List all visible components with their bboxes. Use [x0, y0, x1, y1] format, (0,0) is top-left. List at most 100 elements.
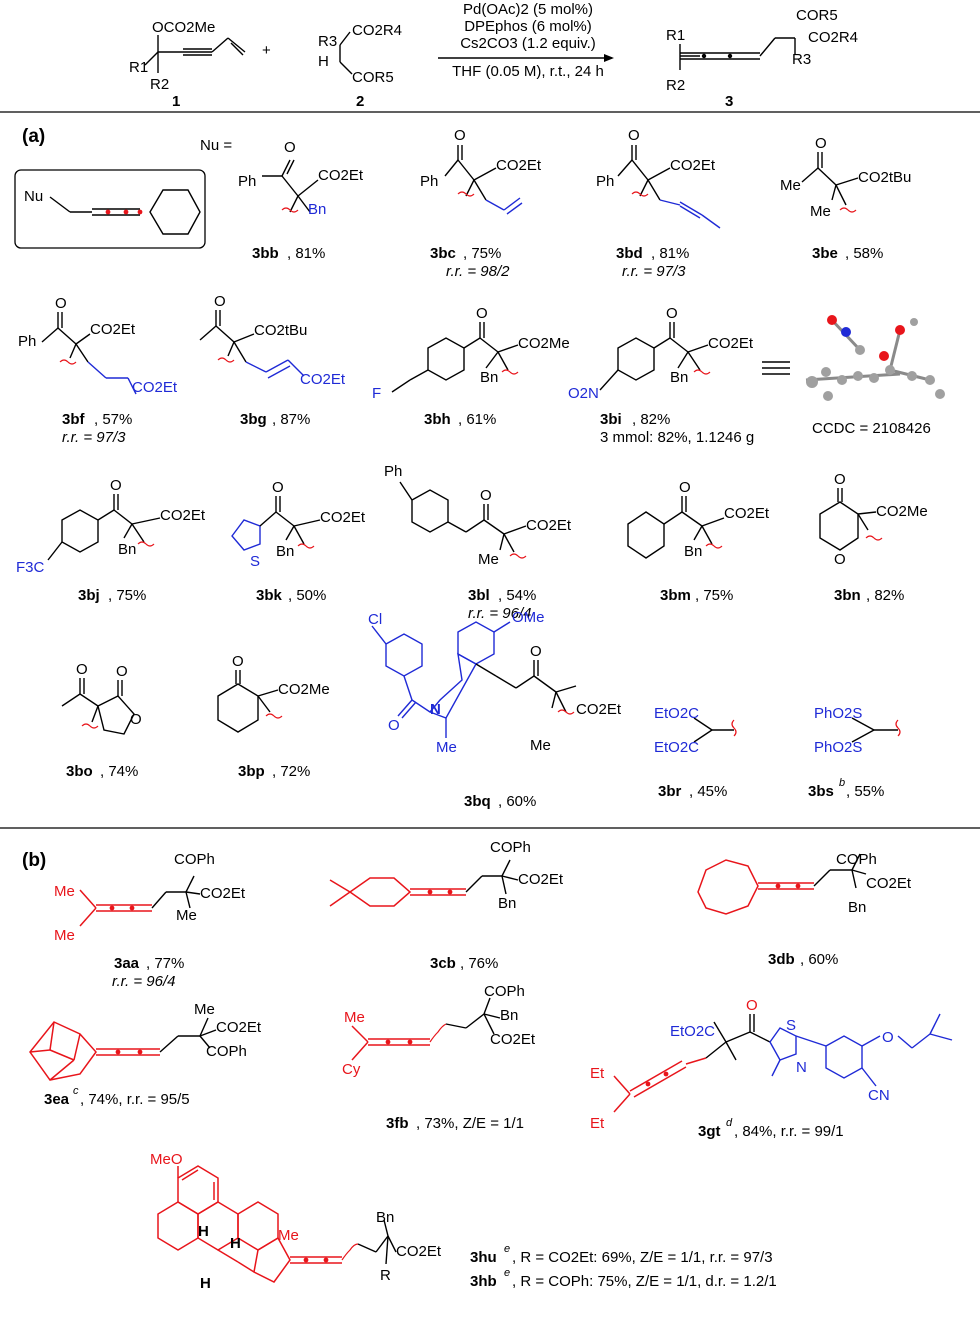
- ketone-o-label: O: [476, 305, 488, 322]
- compound-id-3bg: 3bg: [240, 411, 267, 428]
- result-3hb: , R = COPh: 75%, Z/E = 1/1, d.r. = 1.2/1: [512, 1273, 777, 1290]
- compound-id-3bl: 3bl: [468, 587, 490, 604]
- yield-3ea: , 74%, r.r. = 95/5: [80, 1091, 190, 1108]
- product-cor5-label: COR5: [796, 7, 838, 24]
- structure-3bb: O Ph CO2Et Bn 3bb , 81%: [238, 139, 364, 262]
- footnote-b: b: [839, 777, 845, 789]
- nu-generic-box: Nu: [14, 169, 206, 249]
- co2et-label: CO2Et: [526, 517, 572, 534]
- yield-3bn: , 82%: [866, 587, 904, 604]
- thiophene-s-label: S: [250, 553, 260, 570]
- me-label: Me: [530, 737, 551, 754]
- r1-label: R1: [129, 59, 148, 76]
- condition-4: THF (0.05 M), r.t., 24 h: [452, 63, 604, 80]
- methoxy-label: OMe: [512, 609, 545, 626]
- yield-3cb: , 76%: [460, 955, 498, 972]
- compound-id-3ea: 3ea: [44, 1091, 70, 1108]
- compound-id-3bm: 3bm: [660, 587, 691, 604]
- yield-3bi: , 82%: [632, 411, 670, 428]
- structure-3bn: O CO2Me O 3bn , 82%: [819, 471, 928, 604]
- structure-3br: EtO2C EtO2C 3br , 45%: [654, 705, 737, 800]
- r-group-label: R: [380, 1267, 391, 1284]
- structure-3bp: O CO2Me 3bp , 72%: [217, 653, 330, 780]
- cy-label: Cy: [342, 1061, 361, 1078]
- co2et-label: CO2Et: [320, 509, 366, 526]
- product-r1-label: R1: [666, 27, 685, 44]
- bn-label: Bn: [376, 1209, 394, 1226]
- ether-o-label: O: [882, 1029, 894, 1046]
- co2r4-label: CO2R4: [352, 22, 402, 39]
- coph-label: COPh: [490, 839, 531, 856]
- footnote-d: d: [726, 1117, 733, 1129]
- h-label: H: [318, 53, 329, 70]
- structure-3bs: PhO2S PhO2S 3bs b , 55%: [808, 705, 901, 800]
- yield-3bm: , 75%: [695, 587, 733, 604]
- structure-3bl: O Ph CO2Et Me 3bl , 54% r.r. = 96/4: [384, 463, 572, 622]
- structure-3bo: O O O 3bo , 74%: [61, 661, 142, 780]
- cf3-label: F3C: [16, 559, 45, 576]
- reaction-arrow-head: [604, 54, 614, 62]
- plus-sign: +: [262, 42, 271, 59]
- result-3hu: , R = CO2Et: 69%, Z/E = 1/1, r.r. = 97/3: [512, 1249, 773, 1266]
- compound-id-3br: 3br: [658, 783, 682, 800]
- me-label: Me: [54, 883, 75, 900]
- bn-label: Bn: [480, 369, 498, 386]
- product-r3-label: R3: [792, 51, 811, 68]
- footnote-e: e: [504, 1243, 510, 1255]
- co2et-label: CO2Et: [300, 371, 346, 388]
- compound-id-3aa: 3aa: [114, 955, 140, 972]
- bn-label: Bn: [848, 899, 866, 916]
- structure-3bm: O CO2Et Bn 3bm , 75%: [627, 479, 770, 604]
- bn-label: Bn: [118, 541, 136, 558]
- co2et-label: CO2Et: [318, 167, 364, 184]
- chloro-label: Cl: [368, 611, 382, 628]
- structure-3bk: O S CO2Et Bn 3bk , 50%: [231, 479, 366, 604]
- me-label: Me: [780, 177, 801, 194]
- thiazole-n-label: N: [796, 1059, 807, 1076]
- ph-label: Ph: [384, 463, 402, 480]
- bn-label: Bn: [276, 543, 294, 560]
- nu-box-label: Nu: [24, 188, 43, 205]
- co2et-label: CO2Et: [708, 335, 754, 352]
- bn-label: Bn: [500, 1007, 518, 1024]
- me-label: Me: [810, 203, 831, 220]
- ketone-o-label: O: [815, 135, 827, 152]
- condition-3: Cs2CO3 (1.2 equiv.): [460, 35, 596, 52]
- co2et-label: CO2Et: [576, 701, 622, 718]
- yield-3bl: , 54%: [498, 587, 536, 604]
- section-b-label: (b): [22, 850, 46, 871]
- co2et-label: CO2Et: [132, 379, 178, 396]
- ketone-o-label: O: [480, 487, 492, 504]
- ketone-o-label: O: [746, 997, 758, 1014]
- eto2c-label: EtO2C: [654, 705, 699, 722]
- compound-id-3cb: 3cb: [430, 955, 456, 972]
- yield-3bj: , 75%: [108, 587, 146, 604]
- ketone-o-label: O: [272, 479, 284, 496]
- h-stereo-label: H: [198, 1223, 209, 1240]
- compound-number-3: 3: [725, 93, 733, 110]
- me-label: Me: [278, 1227, 299, 1244]
- ketone-o-label: O: [55, 295, 67, 312]
- co2et-label: CO2Et: [490, 1031, 536, 1048]
- nu-equals-label: Nu =: [200, 137, 232, 154]
- product-3: R1 R2 COR5 CO2R4 R3 3: [666, 7, 858, 110]
- ph-label: Ph: [420, 173, 438, 190]
- ccdc-number: CCDC = 2108426: [812, 420, 931, 437]
- bn-label: Bn: [670, 369, 688, 386]
- oco2me-label: OCO2Me: [152, 19, 215, 36]
- compound-id-3bd: 3bd: [616, 245, 643, 262]
- compound-number-1: 1: [172, 93, 180, 110]
- footnote-c: c: [73, 1085, 79, 1097]
- pho2s-label: PhO2S: [814, 739, 862, 756]
- compound-id-3bc: 3bc: [430, 245, 456, 262]
- bn-label: Bn: [498, 895, 516, 912]
- structure-3bg: O CO2tBu CO2Et 3bg , 87%: [199, 293, 346, 428]
- structure-3be: O Me Me CO2tBu 3be , 58%: [780, 135, 911, 262]
- co2et-label: CO2Et: [670, 157, 716, 174]
- cn-label: CN: [868, 1087, 890, 1104]
- coph-label: COPh: [836, 851, 877, 868]
- yield-3br: , 45%: [689, 783, 727, 800]
- structure-3bj: O F3C CO2Et Bn 3bj , 75%: [16, 477, 206, 604]
- co2et-label: CO2Et: [724, 505, 770, 522]
